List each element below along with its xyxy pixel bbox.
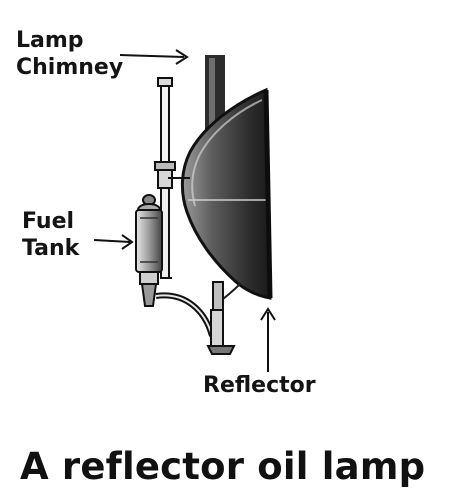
fuel-tank-label-line2: Tank [22,236,80,261]
figure-caption: A reflector oil lamp [20,445,426,488]
chimney-arrow [119,49,189,65]
bracket-arm [155,281,236,355]
fuel-tank [135,194,172,307]
reflector-bowl [181,87,273,307]
fuel-tank-arrow [93,234,134,250]
reflector-arrow [260,307,276,372]
fuel-tank-label-line1: Fuel [22,209,75,234]
lamp-chimney-label-line1: Lamp [16,28,84,53]
lamp-chimney-label: Lamp Chimney [16,27,123,81]
lamp-chimney-label-line2: Chimney [16,55,124,80]
fuel-tank-label: Fuel Tank [22,208,79,262]
reflector-label: Reflector [203,373,316,398]
